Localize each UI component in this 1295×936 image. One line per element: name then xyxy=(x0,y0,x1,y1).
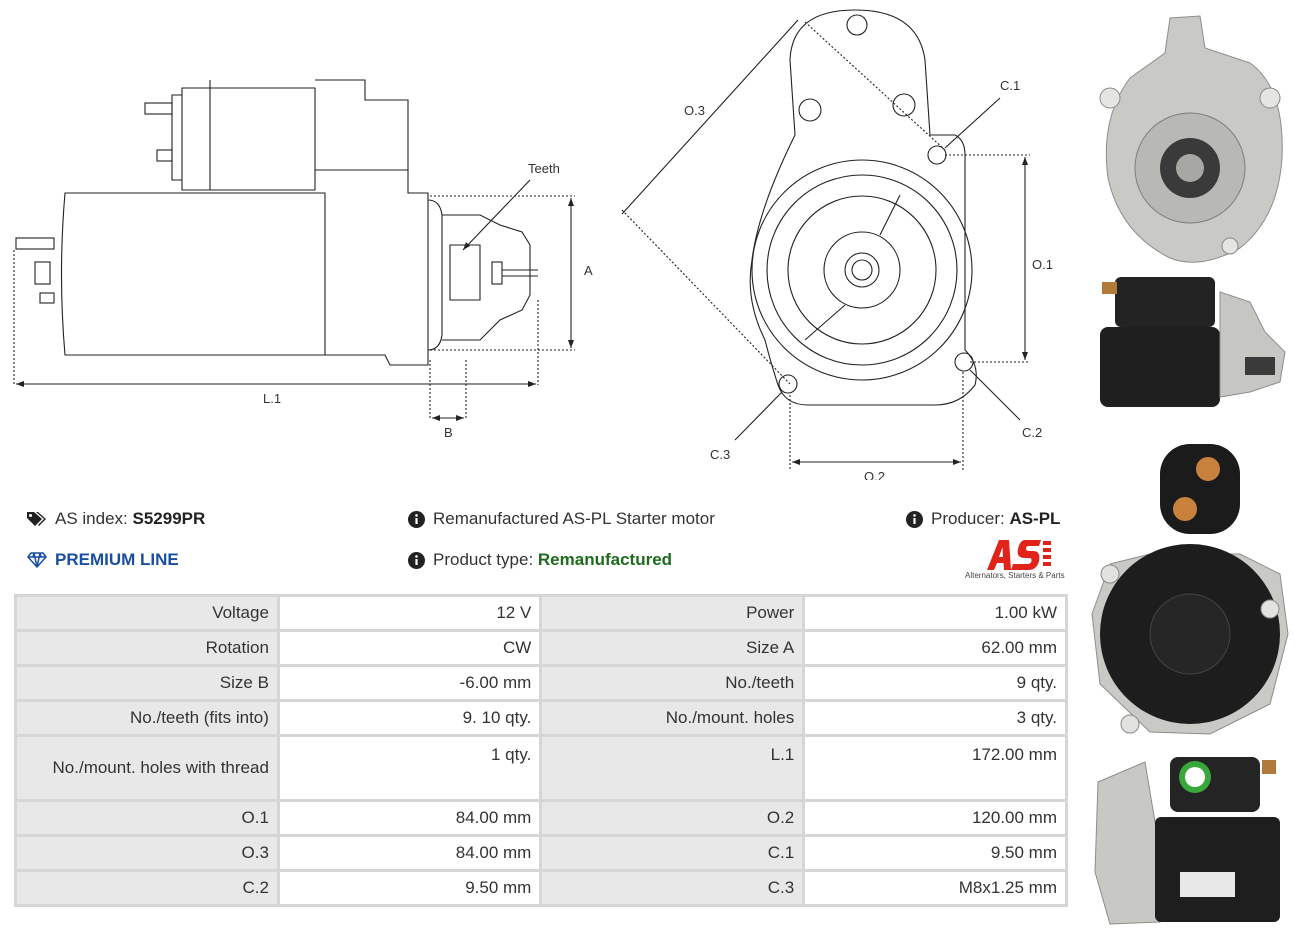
dim-l1-label: L.1 xyxy=(263,391,281,406)
logo-tagline: Alternators, Starters & Parts xyxy=(965,571,1065,580)
solenoid-body xyxy=(181,87,316,191)
dim-a-label: A xyxy=(584,263,593,278)
teeth-label: Teeth xyxy=(528,161,560,176)
photo-side-view xyxy=(1100,277,1286,407)
table-row: C.2 9.50 mm C.3 M8x1.25 mm xyxy=(17,872,1065,904)
description-line: Remanufactured AS-PL Starter motor xyxy=(408,509,715,529)
spec-key: No./teeth (fits into) xyxy=(17,702,277,734)
spec-key: O.2 xyxy=(542,802,803,834)
product-type-value: Remanufactured xyxy=(537,550,673,569)
table-row: O.3 84.00 mm C.1 9.50 mm xyxy=(17,837,1065,869)
dim-o3-label: O.3 xyxy=(684,103,705,118)
dim-c1-label: C.1 xyxy=(1000,78,1020,93)
technical-drawing: Teeth A B L.1 O.1 O.2 O.3 C.1 C.2 C.3 xyxy=(13,9,1053,480)
spec-key: No./mount. holes with thread xyxy=(17,737,277,799)
spec-key: O.1 xyxy=(17,802,277,834)
table-row: Size B -6.00 mm No./teeth 9 qty. xyxy=(17,667,1065,699)
spec-value: 84.00 mm xyxy=(279,837,540,869)
as-index-label: AS index: xyxy=(55,509,128,528)
dim-c3-label: C.3 xyxy=(710,447,730,462)
table-row: O.1 84.00 mm O.2 120.00 mm xyxy=(17,802,1065,834)
spec-key: Power xyxy=(542,597,803,629)
dim-b-label: B xyxy=(444,425,453,440)
diamond-icon xyxy=(27,552,47,568)
premium-line-label: PREMIUM LINE xyxy=(55,550,179,569)
spec-value: 12 V xyxy=(279,597,540,629)
spec-key: C.1 xyxy=(542,837,803,869)
spec-key: C.2 xyxy=(17,872,277,904)
producer-label: Producer: xyxy=(931,509,1005,528)
spec-value: 120.00 mm xyxy=(805,802,1065,834)
spec-key: Size B xyxy=(17,667,277,699)
as-logo-mark xyxy=(987,540,1051,570)
spec-value: CW xyxy=(279,632,540,664)
tags-icon xyxy=(27,511,47,527)
photo-rear-view xyxy=(1091,444,1289,735)
premium-line-badge: PREMIUM LINE xyxy=(27,550,179,570)
spec-value: 84.00 mm xyxy=(279,802,540,834)
photo-front-housing xyxy=(1099,15,1283,263)
spec-key: L.1 xyxy=(542,737,803,799)
as-index-line: AS index: S5299PR xyxy=(27,509,205,529)
motor-body xyxy=(60,192,326,356)
spec-value: 1 qty. xyxy=(279,737,540,799)
table-row: Rotation CW Size A 62.00 mm xyxy=(17,632,1065,664)
specs-table: Voltage 12 V Power 1.00 kW Rotation CW S… xyxy=(14,594,1068,907)
photo-solenoid-side xyxy=(1094,757,1280,925)
producer-value: AS-PL xyxy=(1009,509,1061,528)
info-icon xyxy=(906,510,923,528)
producer-line: Producer: AS-PL xyxy=(906,509,1060,529)
product-type-label: Product type: xyxy=(433,550,534,569)
spec-key: Rotation xyxy=(17,632,277,664)
dim-o1-label: O.1 xyxy=(1032,257,1053,272)
spec-value: 9. 10 qty. xyxy=(279,702,540,734)
spec-value: 62.00 mm xyxy=(805,632,1065,664)
as-pl-logo: Alternators, Starters & Parts xyxy=(965,538,1070,583)
spec-value: 1.00 kW xyxy=(805,597,1065,629)
spec-value: 9.50 mm xyxy=(805,837,1065,869)
spec-value: -6.00 mm xyxy=(279,667,540,699)
spec-value: 9.50 mm xyxy=(279,872,540,904)
table-row: No./mount. holes with thread 1 qty. L.1 … xyxy=(17,737,1065,799)
product-type-line: Product type: Remanufactured xyxy=(408,550,672,570)
as-index-value: S5299PR xyxy=(132,509,206,528)
spec-value: 3 qty. xyxy=(805,702,1065,734)
info-icon xyxy=(408,510,425,528)
table-row: Voltage 12 V Power 1.00 kW xyxy=(17,597,1065,629)
mounting-flange xyxy=(749,9,977,406)
spec-key: Size A xyxy=(542,632,803,664)
dim-o2-label: O.2 xyxy=(864,469,885,480)
spec-value: M8x1.25 mm xyxy=(805,872,1065,904)
spec-key: No./mount. holes xyxy=(542,702,803,734)
spec-key: C.3 xyxy=(542,872,803,904)
description-text: Remanufactured AS-PL Starter motor xyxy=(433,509,715,528)
table-row: No./teeth (fits into) 9. 10 qty. No./mou… xyxy=(17,702,1065,734)
info-icon xyxy=(408,551,425,569)
spec-key: O.3 xyxy=(17,837,277,869)
spec-value: 9 qty. xyxy=(805,667,1065,699)
spec-key: No./teeth xyxy=(542,667,803,699)
spec-value: 172.00 mm xyxy=(805,737,1065,799)
dim-c2-label: C.2 xyxy=(1022,425,1042,440)
spec-key: Voltage xyxy=(17,597,277,629)
